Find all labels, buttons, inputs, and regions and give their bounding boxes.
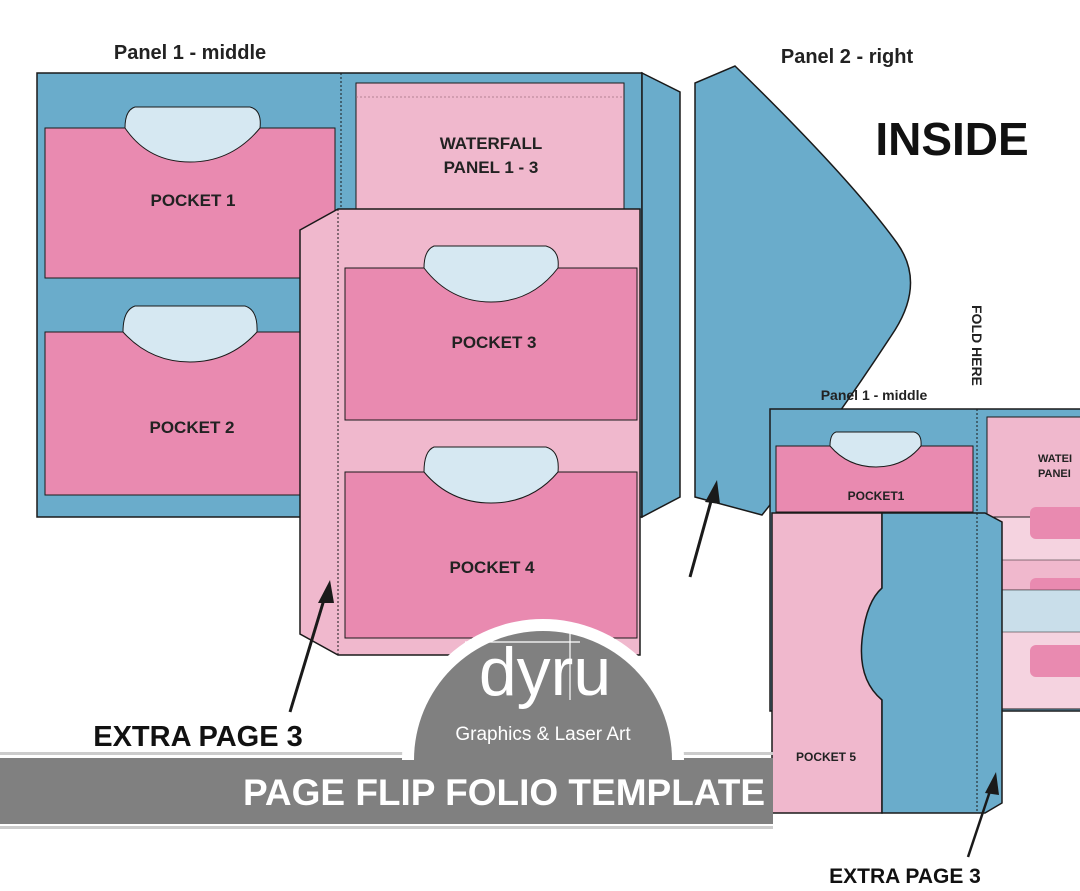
- pocket-4-tab: [423, 446, 559, 504]
- pocket-1-label: POCKET 1: [150, 191, 235, 210]
- panel-right-flap: [641, 71, 681, 519]
- extra-page-3: POCKET 3 POCKET 4: [299, 208, 641, 656]
- mini-pocket-1-label: POCKET1: [848, 489, 905, 503]
- panel2-right-label: Panel 2 - right: [781, 46, 914, 68]
- pocket-3-label: POCKET 3: [451, 333, 536, 352]
- panel1-middle-label: Panel 1 - middle: [114, 42, 266, 64]
- pocket-4-label: POCKET 4: [449, 558, 535, 577]
- fold-here-label: FOLD HERE: [969, 305, 985, 386]
- pocket-3-tab: [423, 245, 559, 303]
- waterfall-panel: WATERFALL PANEL 1 - 3: [355, 82, 625, 210]
- mini-waterfall-line-1: WATEI: [1038, 453, 1072, 465]
- extra-page-right-label: EXTRA PAGE 3: [829, 865, 981, 888]
- pocket-4: POCKET 4: [344, 446, 638, 639]
- inside-label: INSIDE: [875, 113, 1028, 165]
- waterfall-line-1: WATERFALL: [440, 134, 543, 153]
- pocket-3: POCKET 3: [344, 245, 638, 421]
- pocket-2-tab: [122, 305, 258, 363]
- pocket-5-label: POCKET 5: [796, 750, 856, 764]
- main-folio: POCKET 1 POCKET 2 WATERFALL PANEL 1 - 3 …: [36, 42, 681, 656]
- title-banner: PAGE FLIP FOLIO TEMPLATE: [0, 752, 773, 829]
- extra-page-left-label: EXTRA PAGE 3: [93, 721, 303, 753]
- pocket-2: POCKET 2: [44, 305, 336, 496]
- banner-title: PAGE FLIP FOLIO TEMPLATE: [243, 772, 765, 813]
- pocket-2-label: POCKET 2: [149, 418, 234, 437]
- panel1-middle-small-label: Panel 1 - middle: [821, 387, 928, 403]
- arrow-right: [966, 772, 999, 858]
- logo-mark: dyru: [479, 634, 611, 710]
- arrow-middle: [688, 480, 720, 578]
- mini-pocket-1: POCKET1: [775, 431, 974, 513]
- dyru-logo: dyru Graphics & Laser Art: [402, 619, 684, 760]
- logo-tagline: Graphics & Laser Art: [455, 724, 631, 745]
- pocket-1: POCKET 1: [44, 106, 336, 279]
- waterfall-line-2: PANEL 1 - 3: [444, 158, 539, 177]
- arrow-left: [288, 580, 334, 713]
- mini-extra-page: POCKET 5: [771, 512, 1003, 814]
- pocket-1-tab: [124, 106, 261, 163]
- mini-waterfall-line-2: PANEI: [1038, 468, 1071, 480]
- mini-folio: Panel 1 - middle POCKET1 WATEI PANEI PO: [769, 387, 1080, 888]
